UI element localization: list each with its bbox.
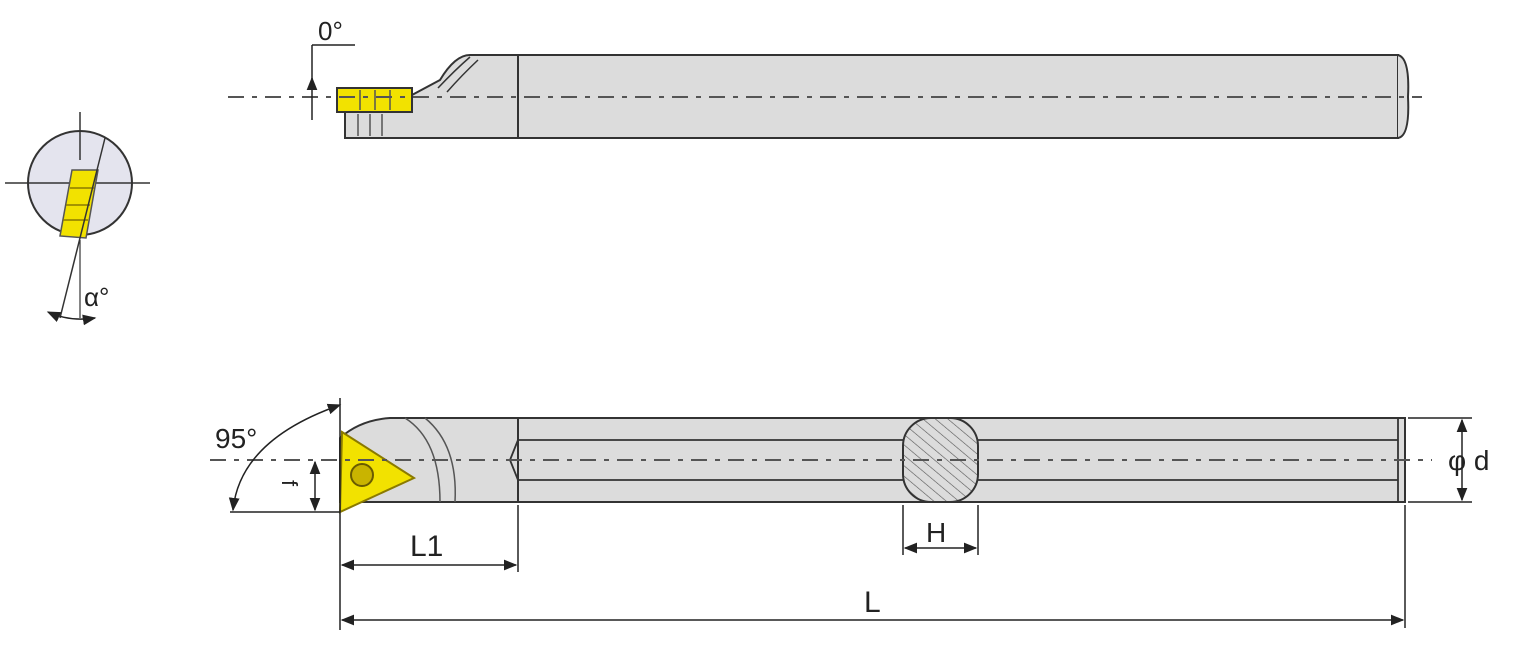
shank-diameter-label: φ d [1448,445,1490,476]
chip-groove [437,56,479,93]
inclination-angle-label: α° [84,282,109,312]
offset-f-label: f [277,480,302,487]
overall-length-label: L [864,586,881,619]
approach-angle-label: 95° [215,423,257,454]
rake-angle-label: 0° [318,16,343,46]
end-view-insert [59,169,99,239]
head-length-label: L1 [410,530,443,563]
side-view: 0° [228,16,1422,139]
insert-hole [350,463,374,487]
end-view: α° [5,112,150,326]
flat-height-label: H [926,517,946,548]
top-view: 95° f L1 L H φ d [210,398,1490,630]
